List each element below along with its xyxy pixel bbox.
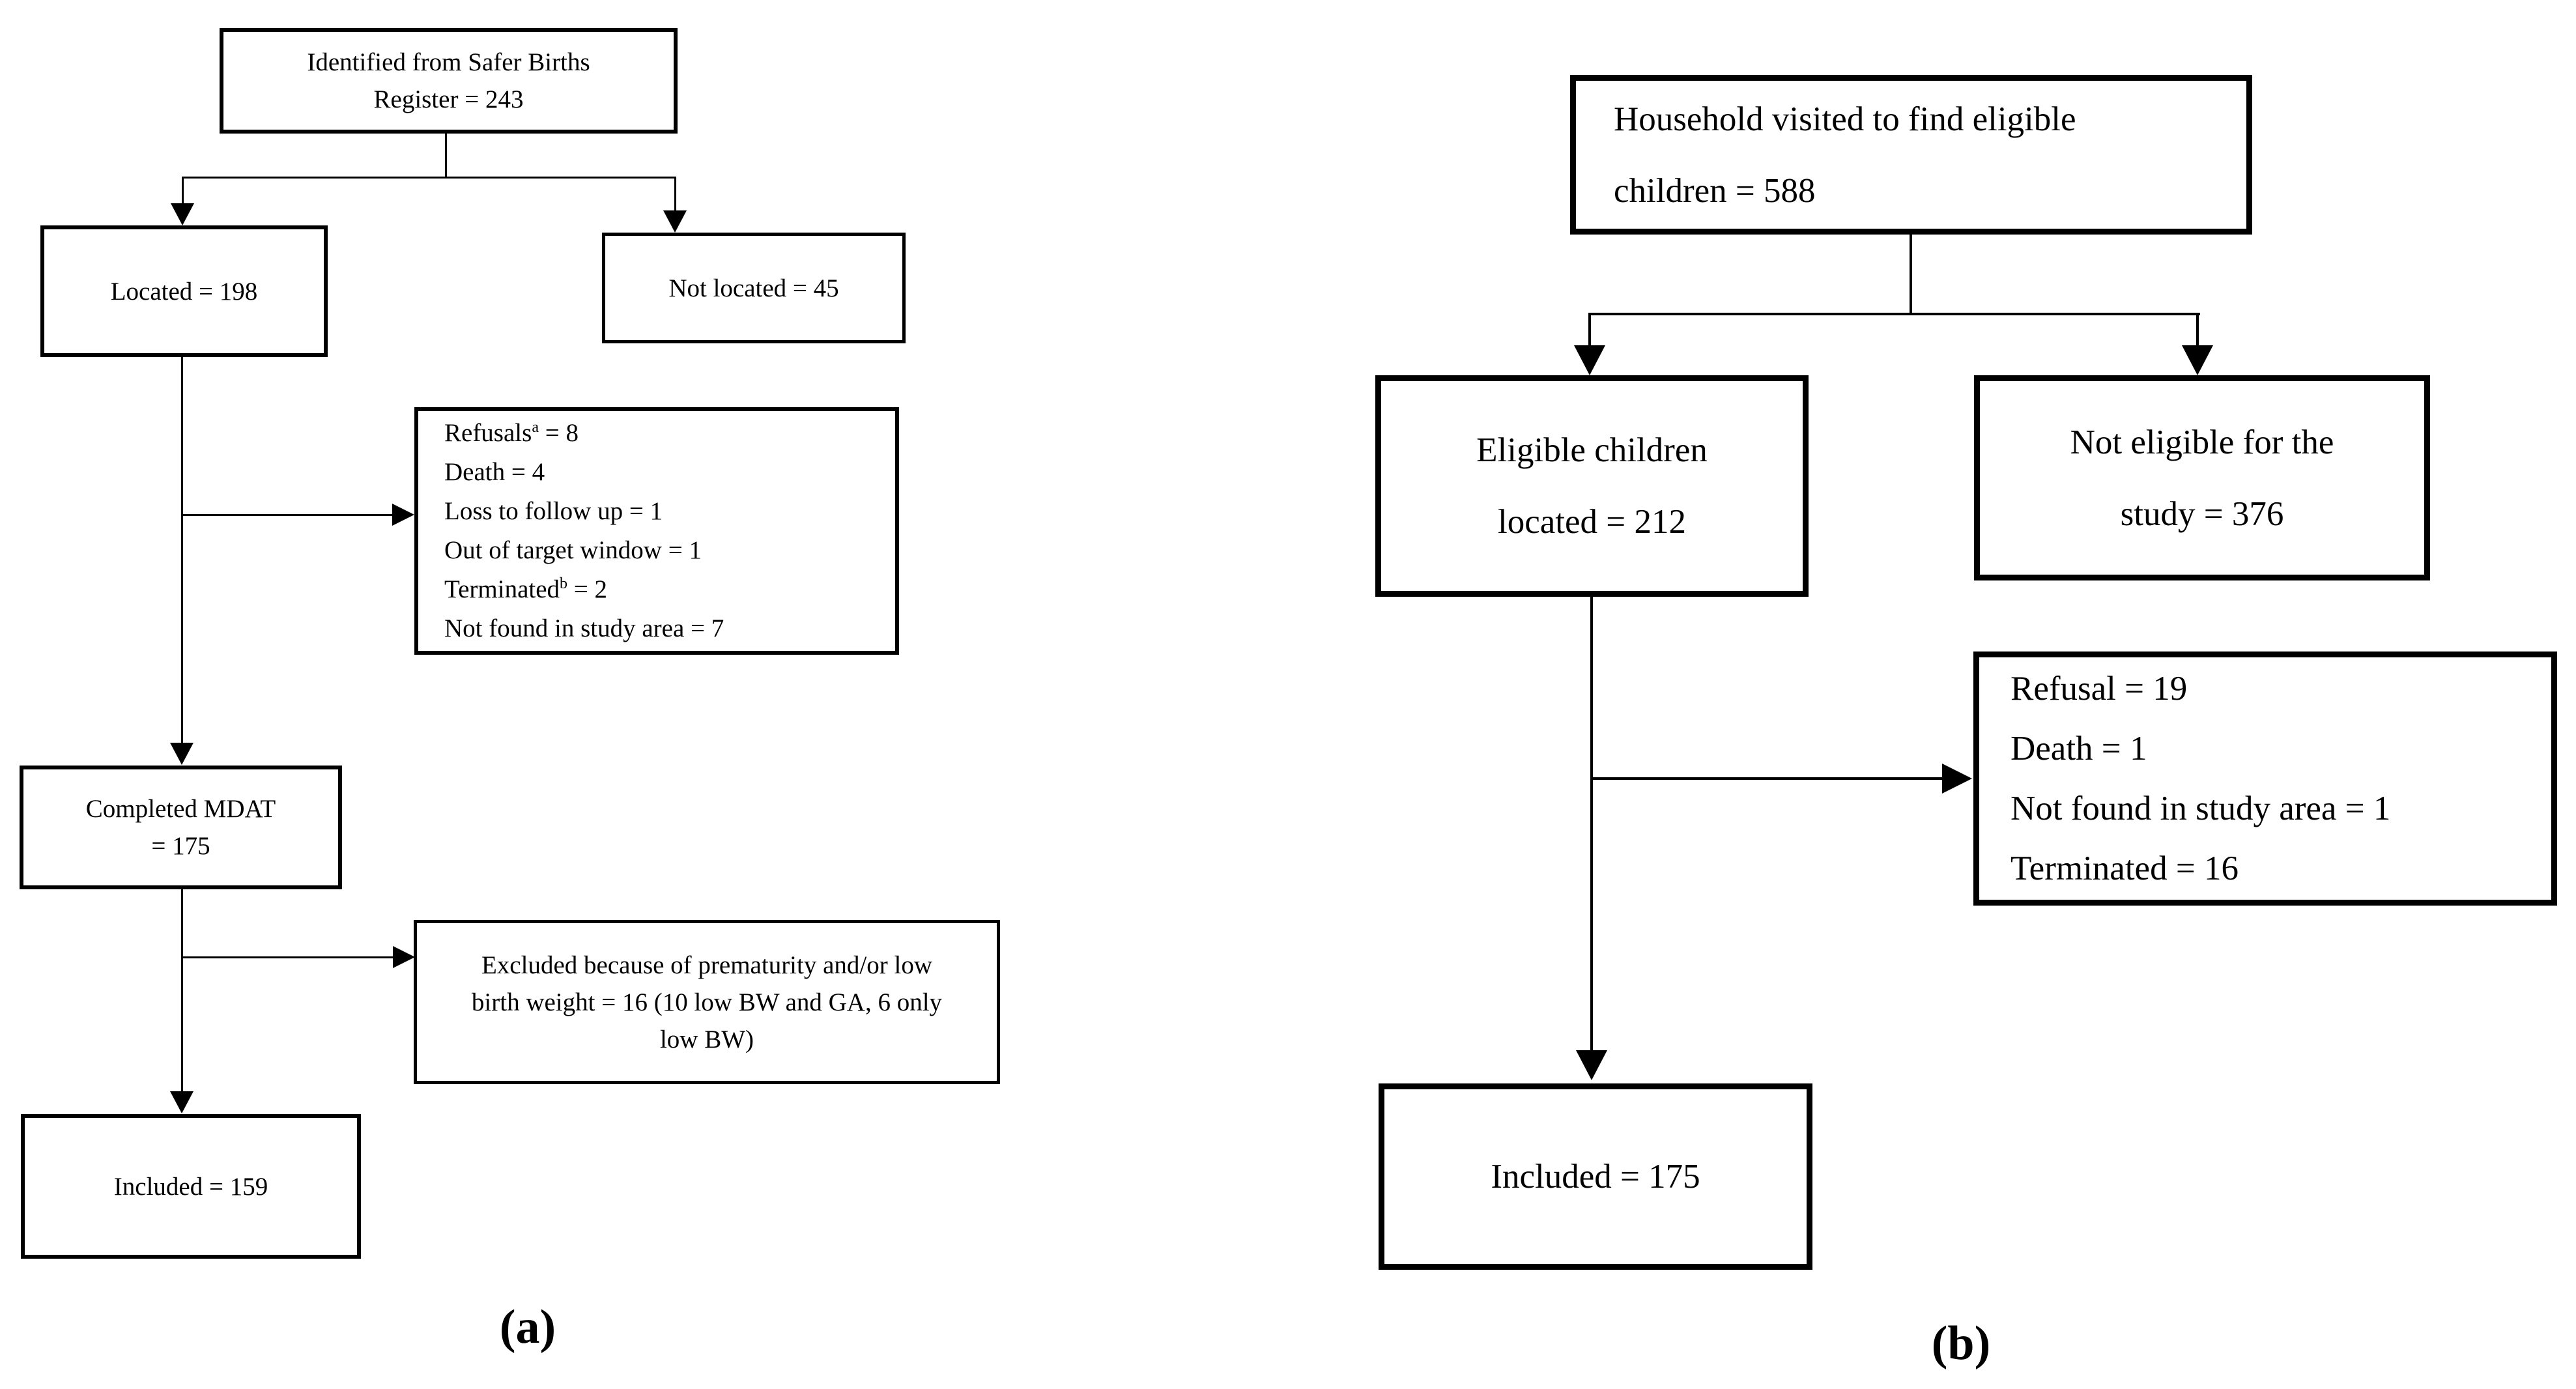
box-text-line: Located = 198	[110, 277, 258, 306]
arrowhead-right-icon	[1942, 764, 1972, 794]
box-text-line: Death = 4	[444, 458, 545, 486]
panel-b-label: (b)	[1931, 1317, 1991, 1370]
identified-register-box: Identified from Safer Births Register = …	[220, 28, 678, 134]
box-text-line: Register = 243	[373, 85, 524, 113]
arrowhead-down-icon	[170, 1091, 193, 1113]
included-box-a: Included = 159	[21, 1114, 361, 1259]
box-text-line: Not found in study area = 1	[2011, 790, 2391, 827]
not-located-box: Not located = 45	[602, 233, 906, 343]
box-text-line: Out of target window = 1	[444, 536, 702, 564]
connector-line	[181, 889, 183, 1091]
box-text-line: Refusalsa = 8	[444, 414, 579, 453]
box-text-line: Terminated = 16	[2011, 850, 2239, 887]
footnote-marker: a	[532, 419, 539, 436]
footnote-marker: b	[560, 575, 568, 592]
exclusion-reasons-box: Refusalsa = 8 Death = 4 Loss to follow u…	[414, 407, 899, 655]
box-text-line: Not eligible for the	[2070, 423, 2334, 461]
box-text-line: Household visited to find eligible	[1614, 100, 2076, 138]
box-text-line: Completed MDAT	[85, 795, 276, 823]
connector-line	[181, 357, 183, 743]
box-text-line: Excluded because of prematurity and/or l…	[481, 951, 932, 979]
box-text-line: birth weight = 16 (10 low BW and GA, 6 o…	[471, 988, 943, 1016]
connector-line	[182, 177, 184, 205]
box-text-line: study = 376	[2120, 494, 2284, 533]
household-visited-box: Household visited to find eligible child…	[1570, 75, 2252, 235]
connector-line	[1910, 235, 1912, 314]
arrowhead-down-icon	[1574, 345, 1605, 375]
exclusion-value: = 8	[538, 419, 579, 447]
panel-a-label: (a)	[499, 1300, 556, 1354]
box-text-line: Included = 175	[1491, 1158, 1700, 1196]
connector-line	[181, 956, 393, 958]
box-text-line: Death = 1	[2011, 730, 2147, 767]
exclusion-value: = 2	[567, 575, 608, 603]
box-text-line: Included = 159	[113, 1172, 268, 1201]
arrowhead-down-icon	[171, 203, 194, 225]
connector-line	[2196, 313, 2199, 347]
exclusion-label: Refusals	[444, 419, 532, 447]
box-text-line: Eligible children	[1476, 431, 1708, 469]
box-text-line: Not found in study area = 7	[444, 614, 724, 642]
connector-line	[445, 134, 447, 178]
arrowhead-down-icon	[1576, 1050, 1607, 1080]
box-text-line: Terminatedb = 2	[444, 570, 607, 609]
exclusion-label: Terminated	[444, 575, 560, 603]
arrowhead-right-icon	[392, 504, 414, 526]
completed-mdat-box: Completed MDAT = 175	[20, 766, 342, 889]
box-text-line: Identified from Safer Births	[307, 48, 590, 76]
not-eligible-box: Not eligible for the study = 376	[1974, 375, 2430, 580]
eligible-children-box: Eligible children located = 212	[1375, 375, 1809, 597]
arrowhead-down-icon	[663, 210, 687, 233]
arrowhead-right-icon	[393, 946, 415, 968]
box-text-line: located = 212	[1498, 503, 1686, 541]
located-box: Located = 198	[40, 225, 328, 357]
connector-line	[1588, 313, 1591, 347]
arrowhead-down-icon	[2182, 345, 2213, 375]
included-box-b: Included = 175	[1379, 1083, 1812, 1270]
box-text-line: = 175	[151, 832, 210, 860]
box-text-line: low BW)	[659, 1025, 754, 1053]
box-text-line: Not located = 45	[668, 274, 839, 302]
connector-line	[1590, 597, 1593, 1052]
arrowhead-down-icon	[170, 743, 193, 765]
excluded-prematurity-box: Excluded because of prematurity and/or l…	[414, 920, 1000, 1084]
exclusion-reasons-box-b: Refusal = 19 Death = 1 Not found in stud…	[1973, 652, 2557, 906]
connector-line	[674, 177, 676, 212]
connector-line	[1588, 313, 2200, 315]
connector-line	[1590, 777, 1942, 780]
box-text-line: Loss to follow up = 1	[444, 497, 663, 525]
connector-line	[181, 514, 392, 516]
box-text-line: children = 588	[1614, 171, 1816, 210]
box-text-line: Refusal = 19	[2011, 670, 2188, 708]
connector-line	[182, 177, 676, 179]
